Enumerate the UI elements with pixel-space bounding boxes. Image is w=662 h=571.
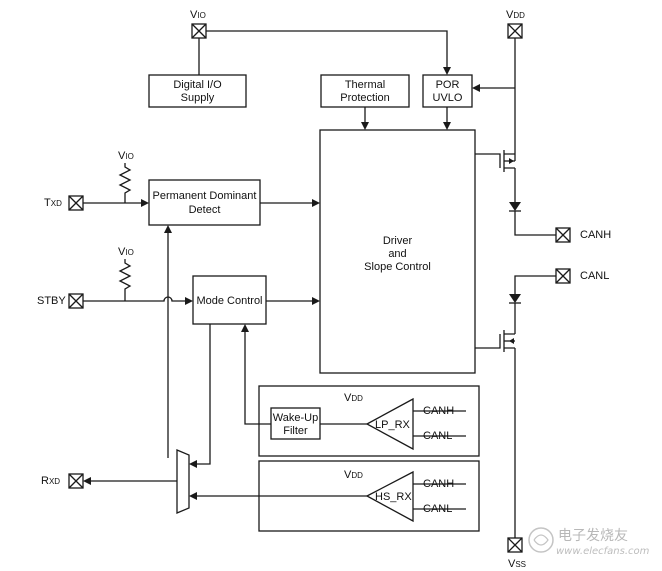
svg-text:Filter: Filter bbox=[283, 425, 308, 437]
pin-vio-top bbox=[191, 23, 207, 39]
watermark: 电子发烧友 www.elecfans.com bbox=[528, 527, 650, 557]
rx-multiplexer bbox=[176, 449, 190, 514]
hs-canh-label: CANH bbox=[423, 478, 454, 490]
hs-rx-label: HS_RX bbox=[375, 491, 412, 503]
pin-txd bbox=[68, 195, 84, 211]
lp-receiver-group: VDD Wake-Up Filter LP_RX CANH CANL bbox=[258, 385, 480, 457]
arrow-vdd-por bbox=[472, 84, 480, 92]
hs-canl-label: CANL bbox=[423, 503, 452, 515]
svg-text:UVLO: UVLO bbox=[433, 92, 463, 104]
svg-text:Wake-Up: Wake-Up bbox=[273, 412, 318, 424]
low-side-transistor bbox=[475, 330, 515, 352]
arrow-mode-mux bbox=[189, 460, 197, 468]
rxd-label: RXD bbox=[41, 475, 60, 487]
svg-text:Supply: Supply bbox=[181, 92, 215, 104]
mode-to-mux-wire bbox=[197, 324, 211, 465]
lp-canl-label: CANL bbox=[423, 430, 452, 442]
svg-text:Thermal: Thermal bbox=[345, 79, 385, 91]
svg-text:Mode Control: Mode Control bbox=[196, 295, 262, 307]
vss-label: VSS bbox=[508, 558, 526, 570]
hs-rx-comparator bbox=[365, 470, 414, 523]
vdd-top-label: VDD bbox=[506, 9, 525, 21]
high-side-transistor bbox=[475, 150, 515, 172]
vio-to-por-wire bbox=[206, 30, 448, 67]
arrow-stby-mode bbox=[185, 297, 193, 305]
lp-canh-label: CANH bbox=[423, 405, 454, 417]
pin-rxd bbox=[68, 473, 84, 489]
canh-output-wire bbox=[514, 211, 556, 236]
mode-control-block: Mode Control bbox=[192, 275, 267, 325]
driver-slope-control-block: Driver and Slope Control bbox=[319, 129, 476, 374]
svg-text:and: and bbox=[388, 248, 406, 260]
vio-top-label: VIO bbox=[190, 9, 206, 21]
stby-input-wire bbox=[83, 296, 185, 302]
arrow-pdd-driver bbox=[312, 199, 320, 207]
svg-text:Slope Control: Slope Control bbox=[364, 261, 431, 273]
lp-rx-comparator bbox=[365, 397, 414, 451]
svg-text:Detect: Detect bbox=[189, 204, 221, 216]
vio-txd-label: VIO bbox=[118, 150, 134, 162]
vio-stby-label: VIO bbox=[118, 246, 134, 258]
watermark-logo-icon bbox=[528, 527, 554, 553]
arrow-wakeup-mode bbox=[241, 324, 249, 332]
canl-label: CANL bbox=[580, 270, 609, 282]
watermark-cn: 电子发烧友 bbox=[558, 528, 628, 544]
arrow-txd-pdd bbox=[141, 199, 149, 207]
low-side-diode bbox=[509, 294, 521, 304]
arrow-rxd bbox=[83, 477, 91, 485]
canl-output-wire bbox=[514, 275, 556, 294]
watermark-url: www.elecfans.com bbox=[556, 546, 650, 557]
hs-vdd-label: VDD bbox=[344, 469, 363, 481]
stby-pullup-resistor bbox=[118, 259, 132, 301]
pin-stby bbox=[68, 293, 84, 309]
svg-text:Protection: Protection bbox=[340, 92, 390, 104]
por-uvlo-block: POR UVLO bbox=[422, 74, 473, 108]
pin-canh bbox=[555, 227, 571, 243]
svg-text:POR: POR bbox=[436, 79, 460, 91]
high-side-diode bbox=[509, 202, 521, 212]
wake-up-filter-block: Wake-Up Filter bbox=[270, 407, 321, 440]
txd-label: TXD bbox=[44, 197, 62, 209]
pin-canl bbox=[555, 268, 571, 284]
wakeup-to-mode-wire bbox=[244, 332, 271, 425]
digital-io-supply-block: Digital I/O Supply bbox=[148, 74, 247, 108]
arrow-mux-pdd bbox=[164, 225, 172, 233]
arrow-mode-driver bbox=[312, 297, 320, 305]
pin-vss bbox=[507, 537, 523, 553]
pin-vdd-top bbox=[507, 23, 523, 39]
svg-text:Digital I/O: Digital I/O bbox=[173, 79, 222, 91]
stby-label: STBY bbox=[37, 295, 66, 307]
lp-vdd-label: VDD bbox=[344, 392, 363, 404]
arrow-thermal-driver bbox=[361, 122, 369, 130]
txd-pullup-resistor bbox=[118, 163, 132, 203]
permanent-dominant-detect-block: Permanent Dominant Detect bbox=[148, 179, 261, 226]
arrow-por-in bbox=[443, 67, 451, 75]
svg-text:Permanent Dominant: Permanent Dominant bbox=[153, 190, 257, 202]
thermal-protection-block: Thermal Protection bbox=[320, 74, 410, 108]
svg-text:Driver: Driver bbox=[383, 235, 413, 247]
canh-label: CANH bbox=[580, 229, 611, 241]
lp-rx-label: LP_RX bbox=[375, 419, 411, 431]
arrow-hsrx-mux bbox=[189, 492, 197, 500]
arrow-por-driver bbox=[443, 122, 451, 130]
